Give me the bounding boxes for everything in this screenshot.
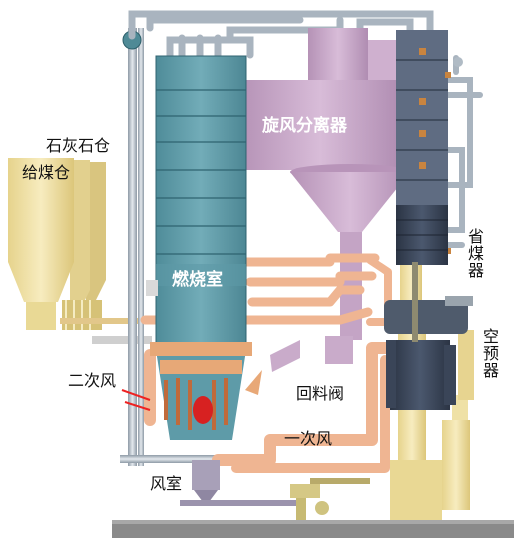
flue-gas-ducts bbox=[140, 253, 406, 473]
label-air-preheater: 空预器 bbox=[480, 328, 499, 379]
top-steam-pipes bbox=[128, 10, 434, 64]
coal-limestone-bins bbox=[8, 158, 152, 344]
label-return-valve: 回料阀 bbox=[296, 384, 345, 403]
ground-base bbox=[112, 520, 514, 538]
label-wind-box: 风室 bbox=[150, 474, 183, 493]
right-steam-pipes bbox=[445, 55, 483, 248]
bottom-equipment bbox=[180, 460, 370, 520]
label-coal-bin: 给煤仓 bbox=[22, 163, 71, 182]
label-cyclone: 旋风分离器 bbox=[262, 116, 347, 136]
cyclone-separator bbox=[240, 28, 410, 372]
label-primary-air: 一次风 bbox=[284, 429, 333, 448]
downcomer-pipes bbox=[120, 28, 265, 466]
label-economizer: 省煤器 bbox=[465, 228, 484, 279]
valve-knob bbox=[453, 57, 463, 67]
label-furnace: 燃烧室 bbox=[172, 270, 223, 290]
furnace-chamber bbox=[146, 55, 247, 440]
label-secondary-air: 二次风 bbox=[68, 371, 117, 390]
bed-area bbox=[121, 342, 262, 430]
economizer-stack bbox=[384, 30, 473, 410]
label-limestone-bin: 石灰石仓 bbox=[46, 136, 111, 155]
